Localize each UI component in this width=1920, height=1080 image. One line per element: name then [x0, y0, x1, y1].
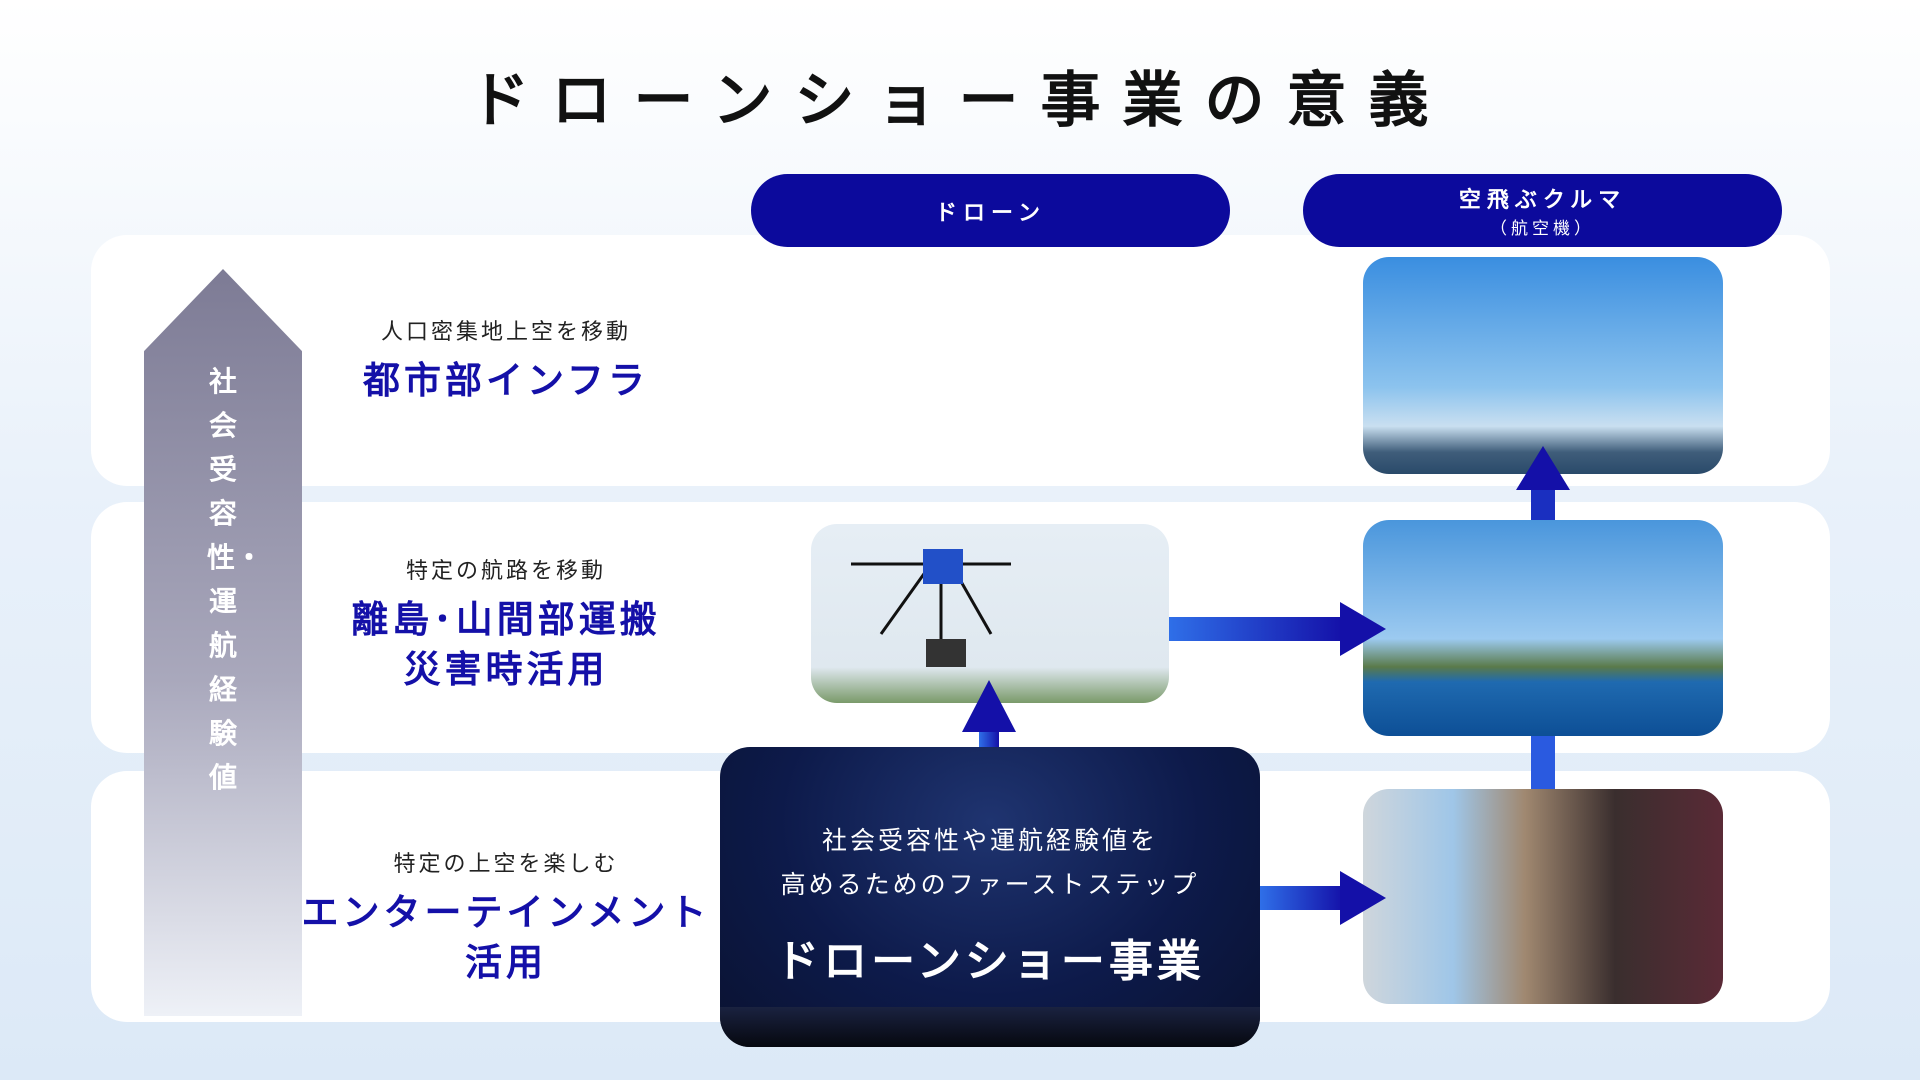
- row2-text: 特定の航路を移動 離島･山間部運搬 災害時活用: [330, 553, 682, 695]
- connector-vertical: [1531, 736, 1555, 789]
- up-arrow-icon: [144, 269, 302, 1016]
- row3-desc: 特定の上空を楽しむ: [393, 852, 619, 877]
- arrow-up-shaft: [1531, 488, 1555, 520]
- arrow-right-icon: [1340, 602, 1386, 656]
- aircar-island-photo: [1363, 520, 1723, 736]
- drone-label: ドローン: [935, 200, 1046, 226]
- row2-title-2: 災害時活用: [403, 648, 609, 691]
- column-header-drone: ドローン: [751, 174, 1230, 247]
- row1-title: 都市部インフラ: [363, 359, 649, 402]
- aircar-label: 空飛ぶクルマ: [1458, 188, 1627, 213]
- cargo-drone-photo: [811, 524, 1169, 703]
- show-headline: ドローンショー事業: [775, 936, 1205, 987]
- drone-icon: [851, 549, 1011, 667]
- row1-desc: 人口密集地上空を移動: [380, 320, 631, 345]
- row2-title-1: 離島･山間部運搬: [351, 598, 661, 641]
- aircar-sublabel: （航空機）: [1490, 219, 1595, 239]
- row1-text: 人口密集地上空を移動 都市部インフラ: [330, 314, 682, 406]
- arrow-up-icon: [1516, 446, 1570, 490]
- drone-show-card: 社会受容性や運航経験値を 高めるためのファーストステップ ドローンショー事業: [720, 747, 1260, 1047]
- row3-title-2: 活用: [465, 941, 547, 984]
- column-header-aircar: 空飛ぶクルマ （航空機）: [1303, 174, 1782, 247]
- show-line1: 社会受容性や運航経験値を: [821, 826, 1158, 855]
- row2-desc: 特定の航路を移動: [405, 559, 606, 584]
- up-arrow-shaft: [979, 730, 999, 747]
- night-city-skyline: [720, 1007, 1260, 1047]
- show-line2: 高めるためのファーストステップ: [780, 870, 1200, 899]
- axis-label-text: 社会受容性・運航経験値: [207, 365, 264, 794]
- arrow-right-shaft: [1169, 617, 1344, 641]
- axis-label: 社会受容性・運航経験値: [144, 360, 302, 800]
- arrow-right-shaft: [1260, 886, 1344, 910]
- page-title: ドローンショー事業の意義: [469, 66, 1451, 136]
- arrow-up-icon: [962, 680, 1016, 732]
- row3-text: 特定の上空を楽しむ エンターテインメント 活用: [300, 846, 712, 988]
- arrow-right-icon: [1340, 871, 1386, 925]
- row3-title-1: エンターテインメント: [301, 891, 711, 934]
- aircar-city-photo: [1363, 257, 1723, 474]
- helicopter-passengers-photo: [1363, 789, 1723, 1004]
